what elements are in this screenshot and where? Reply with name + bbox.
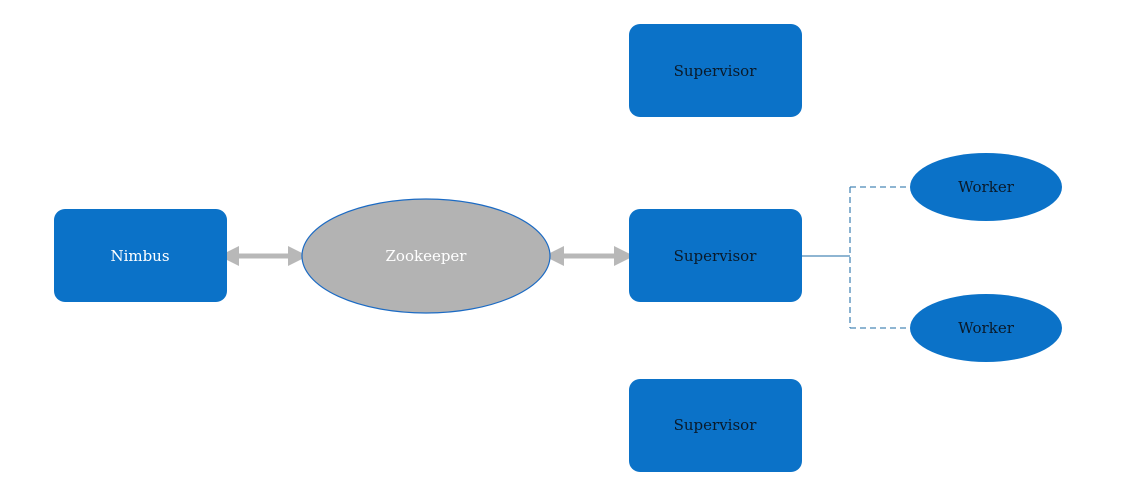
supervisor-bottom-node: Supervisor [629, 379, 802, 472]
worker-top-label: Worker [958, 178, 1015, 196]
supervisor-bottom-label: Supervisor [674, 416, 758, 434]
supervisor-worker-connector [801, 186, 910, 329]
worker-bottom-node: Worker [910, 294, 1062, 362]
supervisor-top-label: Supervisor [674, 62, 758, 80]
worker-top-node: Worker [910, 153, 1062, 221]
zookeeper-node: Zookeeper [301, 198, 551, 314]
supervisor-middle-node: Supervisor [629, 209, 802, 302]
worker-bottom-label: Worker [958, 319, 1015, 337]
supervisor-top-node: Supervisor [629, 24, 802, 117]
zookeeper-label: Zookeeper [386, 247, 468, 265]
nimbus-label: Nimbus [110, 247, 169, 265]
supervisor-middle-label: Supervisor [674, 247, 758, 265]
nimbus-node: Nimbus [54, 209, 227, 302]
